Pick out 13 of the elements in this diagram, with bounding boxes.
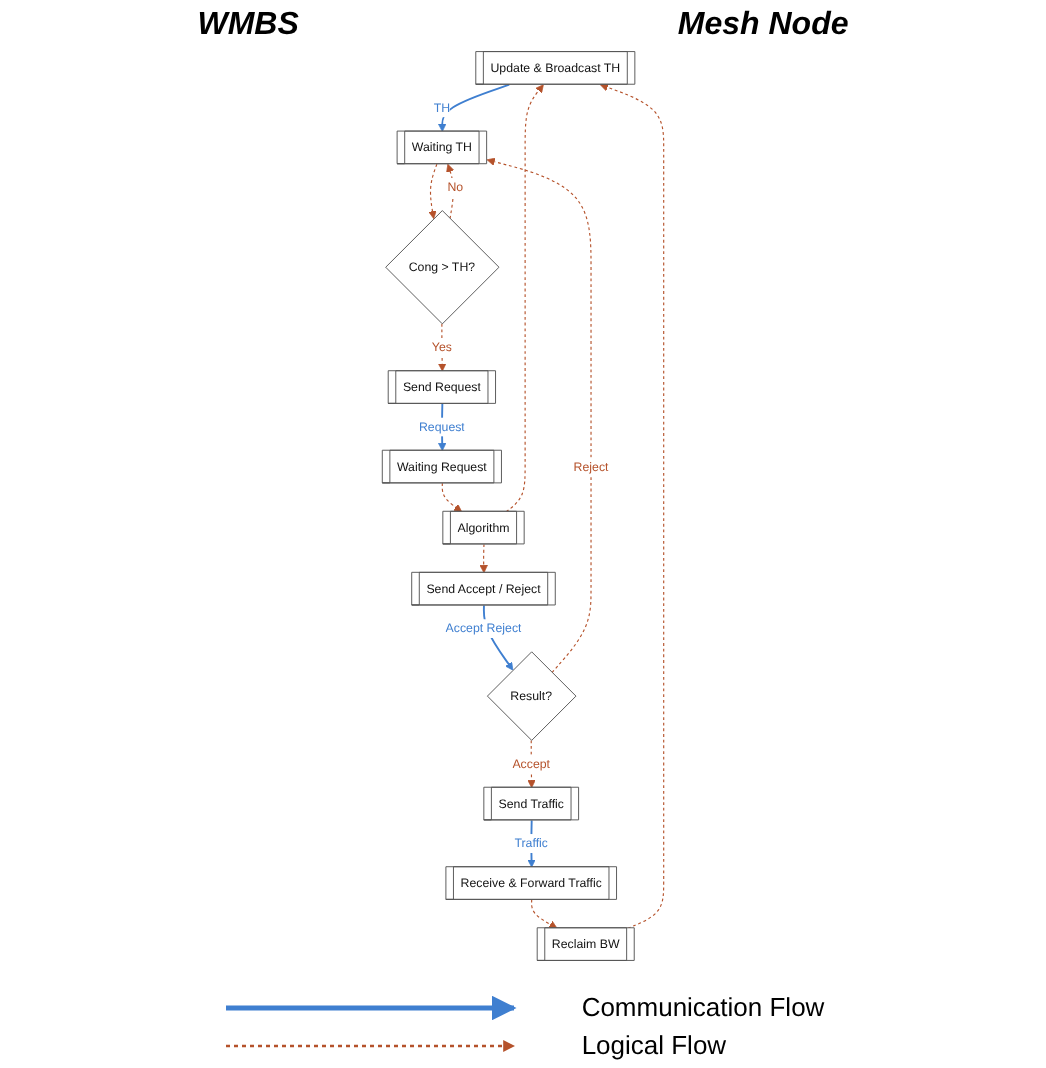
arrow: [486, 157, 592, 674]
column-heading: WMBS: [197, 8, 299, 44]
arrow: [479, 543, 488, 574]
arrow: [441, 482, 463, 513]
arrow: [505, 84, 544, 513]
legend-text: Communication Flow: [581, 992, 825, 1022]
arrow: [438, 83, 511, 132]
column-heading: Mesh Node: [677, 8, 849, 44]
legend-text: Logical Flow: [581, 1030, 727, 1060]
arrow: [438, 323, 447, 372]
arrow: [531, 899, 558, 929]
arrow: [428, 163, 438, 220]
arrow: [599, 83, 665, 929]
